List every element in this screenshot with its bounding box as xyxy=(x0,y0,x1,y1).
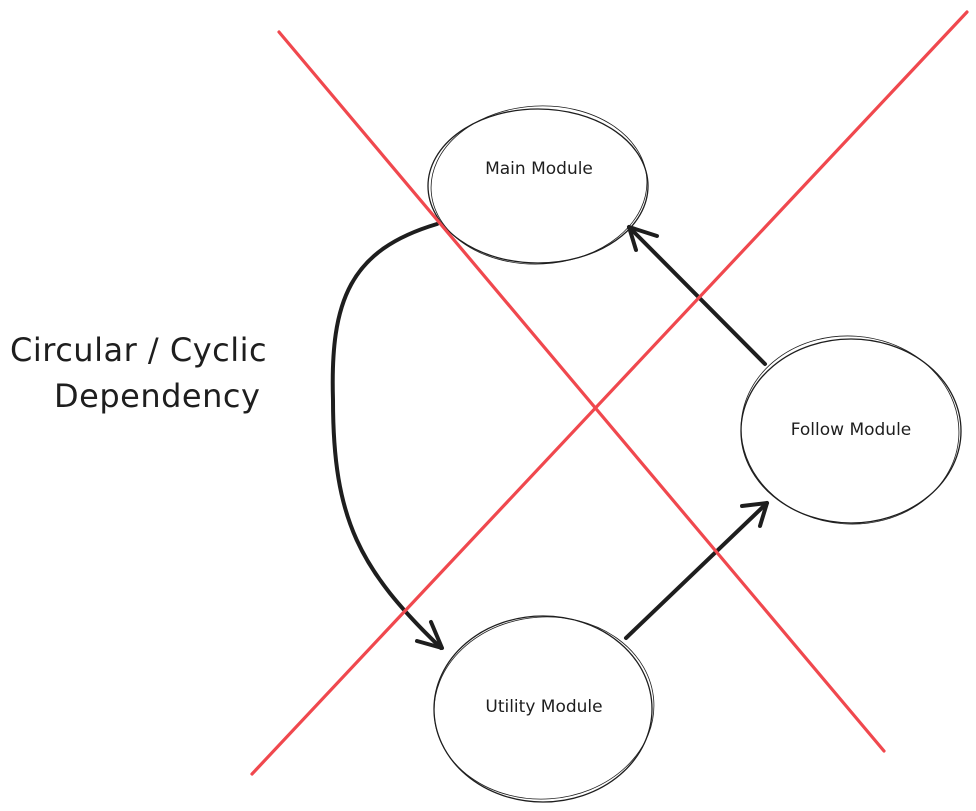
arrow-utility-to-follow-head xyxy=(740,501,769,528)
arrow-utility-to-follow-shaft xyxy=(624,501,769,640)
follow-module-node: Follow Module xyxy=(740,335,962,525)
main-module-label: Main Module xyxy=(485,159,593,179)
arrow-follow-to-main-shaft xyxy=(627,225,767,366)
utility-module-label: Utility Module xyxy=(485,697,602,717)
diagram-title-line-2: Dependency xyxy=(54,377,260,415)
utility-module-ellipse-sketch xyxy=(433,616,655,800)
main-module-ellipse xyxy=(427,108,649,264)
main-module-node: Main Module xyxy=(427,105,649,265)
cross-out-line-1 xyxy=(277,30,886,753)
follow-module-label: Follow Module xyxy=(791,420,912,440)
arrow-main-to-utility-shaft xyxy=(330,222,443,650)
arrow-follow-to-main-head xyxy=(627,225,659,252)
cross-out-line-2 xyxy=(250,10,969,776)
utility-module-node: Utility Module xyxy=(433,615,655,803)
diagram-title-line-1: Circular / Cyclic xyxy=(10,331,267,369)
follow-module-ellipse-sketch xyxy=(740,335,960,525)
arrow-main-to-utility xyxy=(330,222,444,650)
arrow-main-to-utility-head xyxy=(415,620,444,650)
main-module-ellipse-sketch xyxy=(430,105,648,265)
arrow-follow-to-main xyxy=(627,225,767,366)
arrow-utility-to-follow xyxy=(624,501,769,640)
